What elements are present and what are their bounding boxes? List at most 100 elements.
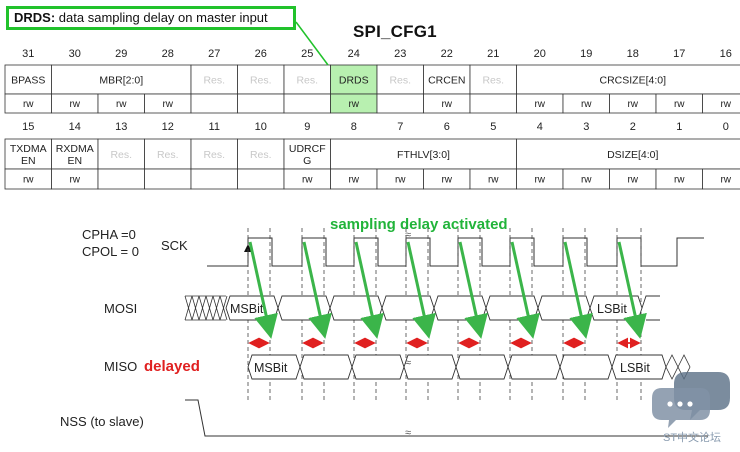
register-title: SPI_CFG1 — [353, 22, 437, 41]
field-name: Res. — [250, 149, 272, 161]
bit-number: 5 — [490, 121, 496, 133]
sampling-arrow — [458, 241, 488, 339]
bit-number: 15 — [22, 121, 34, 133]
chat-dot — [677, 401, 683, 407]
access-label: rw — [581, 99, 592, 110]
access-label: rw — [627, 175, 638, 186]
sampling-arrow — [354, 241, 384, 339]
access-label: rw — [162, 99, 173, 110]
access-label: rw — [23, 175, 34, 186]
field-name: EN — [21, 155, 36, 167]
break-mark: ≈ — [405, 427, 411, 439]
bit-number: 27 — [208, 48, 220, 60]
sampling-arrow — [510, 241, 540, 339]
field-cell — [330, 138, 517, 170]
sampling-arrow — [563, 241, 593, 339]
field-name: Res. — [482, 75, 504, 87]
bit-number: 12 — [162, 121, 174, 133]
access-cell — [469, 93, 517, 114]
chat-dot — [667, 401, 673, 407]
access-label: rw — [674, 175, 685, 186]
access-label: rw — [534, 175, 545, 186]
field-name: Res. — [296, 75, 318, 87]
sampling-arrow — [248, 241, 278, 339]
bit-number: 25 — [301, 48, 313, 60]
field-name: EN — [67, 155, 82, 167]
callout-leader-line — [295, 21, 329, 66]
mosi-msbit: MSBit — [230, 302, 264, 316]
bit-number: 10 — [255, 121, 267, 133]
access-cell — [97, 168, 145, 190]
bit-number: 21 — [487, 48, 499, 60]
access-cell — [702, 168, 740, 190]
bit-number: 20 — [534, 48, 546, 60]
field-name: TXDMA — [10, 143, 47, 155]
access-cell — [376, 93, 424, 114]
mosi-lsbit: LSBit — [597, 302, 627, 316]
bit-number: 24 — [348, 48, 360, 60]
hatch-line — [212, 295, 221, 321]
field-name: DSIZE[4:0] — [607, 149, 658, 161]
cpol-label: CPOL = 0 — [82, 244, 139, 259]
access-label: rw — [674, 99, 685, 110]
bit-number: 22 — [441, 48, 453, 60]
sampling-delay-annotation: sampling delay activated — [330, 216, 508, 233]
bit-number: 28 — [162, 48, 174, 60]
hatch-line — [219, 295, 228, 321]
bit-number: 0 — [723, 121, 729, 133]
bit-number: 2 — [630, 121, 636, 133]
bit-number: 16 — [720, 48, 732, 60]
access-label: rw — [720, 99, 731, 110]
field-name: CRCEN — [428, 75, 465, 87]
bit-number: 13 — [115, 121, 127, 133]
field-name: Res. — [389, 75, 411, 87]
bit-number: 18 — [627, 48, 639, 60]
bit-number: 1 — [676, 121, 682, 133]
mosi-label: MOSI — [104, 301, 137, 316]
field-cell — [283, 138, 331, 170]
field-name: Res. — [250, 75, 272, 87]
field-cell — [51, 138, 99, 170]
field-cell — [330, 64, 378, 95]
field-cell — [376, 64, 424, 95]
mosi-undefined-region — [184, 295, 228, 321]
field-name: FTHLV[3:0] — [397, 149, 450, 161]
callout-field: DRDS: — [14, 10, 56, 25]
field-cell — [469, 64, 517, 95]
access-cell — [283, 93, 331, 114]
break-mark: ≈ — [405, 357, 411, 369]
access-label: rw — [116, 99, 127, 110]
bit-number: 26 — [255, 48, 267, 60]
sampling-arrow — [406, 241, 436, 339]
access-cell — [144, 168, 192, 190]
bit-number: 6 — [444, 121, 450, 133]
sampling-arrow — [302, 241, 332, 339]
access-cell — [190, 93, 238, 114]
access-cell — [702, 93, 740, 114]
field-name: UDRCF — [289, 143, 326, 155]
access-label: rw — [441, 99, 452, 110]
bit-number: 8 — [351, 121, 357, 133]
access-label: rw — [720, 175, 731, 186]
watermark-text: ST中文论坛 — [663, 430, 721, 444]
bit-number: 9 — [304, 121, 310, 133]
mosi-waveform — [225, 295, 643, 321]
access-label: rw — [69, 175, 80, 186]
miso-lsbit: LSBit — [620, 361, 650, 375]
field-name: CRCSIZE[4:0] — [599, 75, 666, 87]
bit-number: 14 — [69, 121, 81, 133]
access-label: rw — [534, 99, 545, 110]
nss-label: NSS (to slave) — [60, 414, 144, 429]
miso-waveform — [247, 354, 667, 380]
field-cell — [283, 64, 331, 95]
access-cell — [237, 168, 285, 190]
access-cell — [190, 168, 238, 190]
drds-callout: DRDS: data sampling delay on master inpu… — [6, 6, 296, 30]
sck-edge-marker — [244, 244, 252, 252]
miso-delayed-tag: delayed — [144, 358, 200, 375]
field-name: Res. — [157, 149, 179, 161]
access-label: rw — [441, 175, 452, 186]
access-label: rw — [23, 99, 34, 110]
